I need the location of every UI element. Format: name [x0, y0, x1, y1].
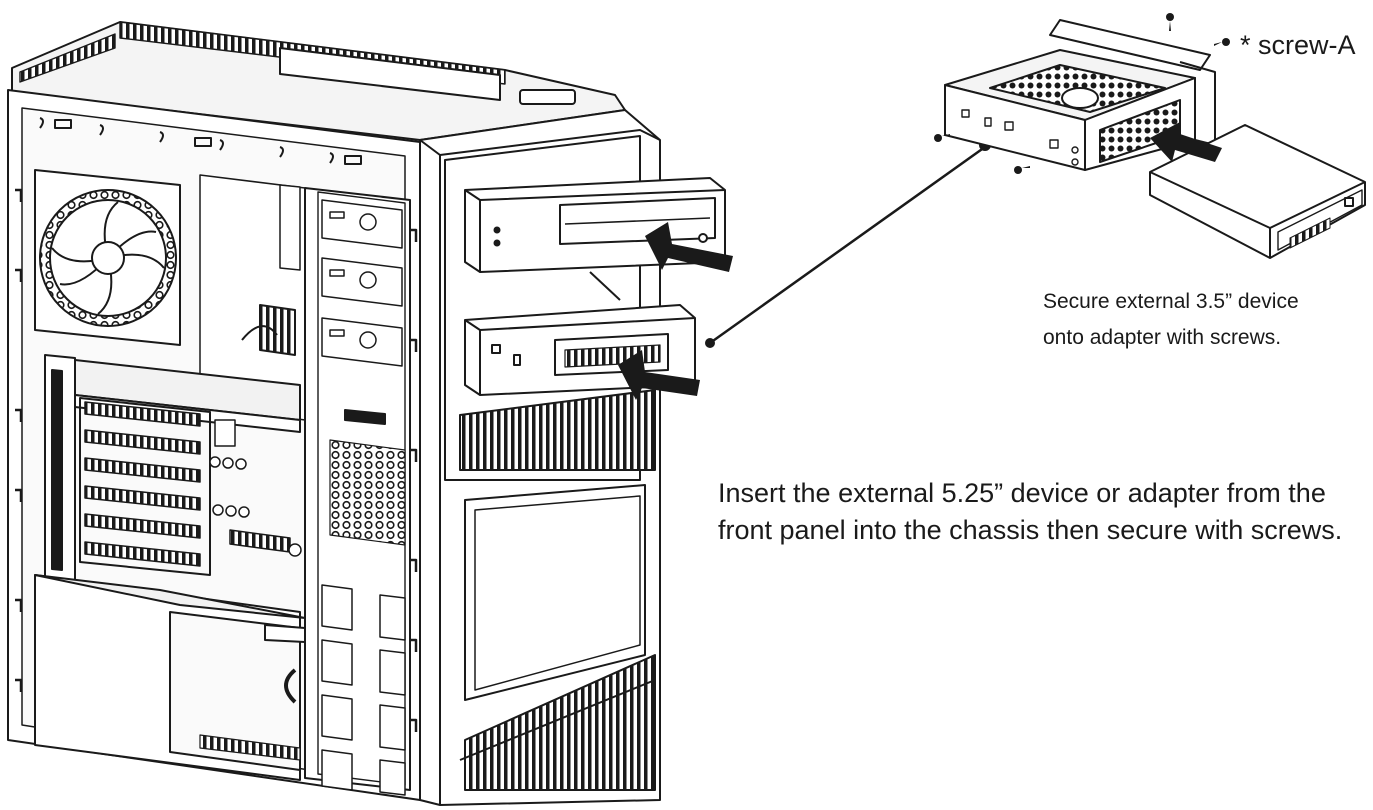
caption-5-25-line2: front panel into the chassis then secure… — [718, 515, 1343, 545]
pc-chassis — [7, 21, 733, 806]
insert-arrow-adapter — [1150, 122, 1222, 162]
drive-adapter-bracket — [934, 13, 1230, 174]
screw-a-label: * screw-A — [1240, 30, 1356, 60]
insert-arrow-lower — [618, 350, 700, 400]
leader-line — [705, 139, 991, 348]
caption-3-5-line1: Secure external 3.5” device — [1043, 290, 1299, 313]
insert-arrow-upper — [645, 222, 733, 272]
caption-3-5-line2: onto adapter with screws. — [1043, 326, 1282, 349]
rear-fan — [34, 169, 181, 346]
caption-5-25-line1: Insert the external 5.25” device or adap… — [718, 478, 1326, 508]
caption-3-5-device: Secure external 3.5” device onto adapter… — [1043, 284, 1299, 356]
cpu-cooler — [241, 304, 296, 356]
screw-icon — [934, 13, 1230, 174]
power-supply — [34, 574, 306, 781]
caption-5-25-device: Insert the external 5.25” device or adap… — [718, 475, 1342, 549]
expansion-slots — [44, 354, 211, 581]
drive-cage — [304, 187, 411, 796]
